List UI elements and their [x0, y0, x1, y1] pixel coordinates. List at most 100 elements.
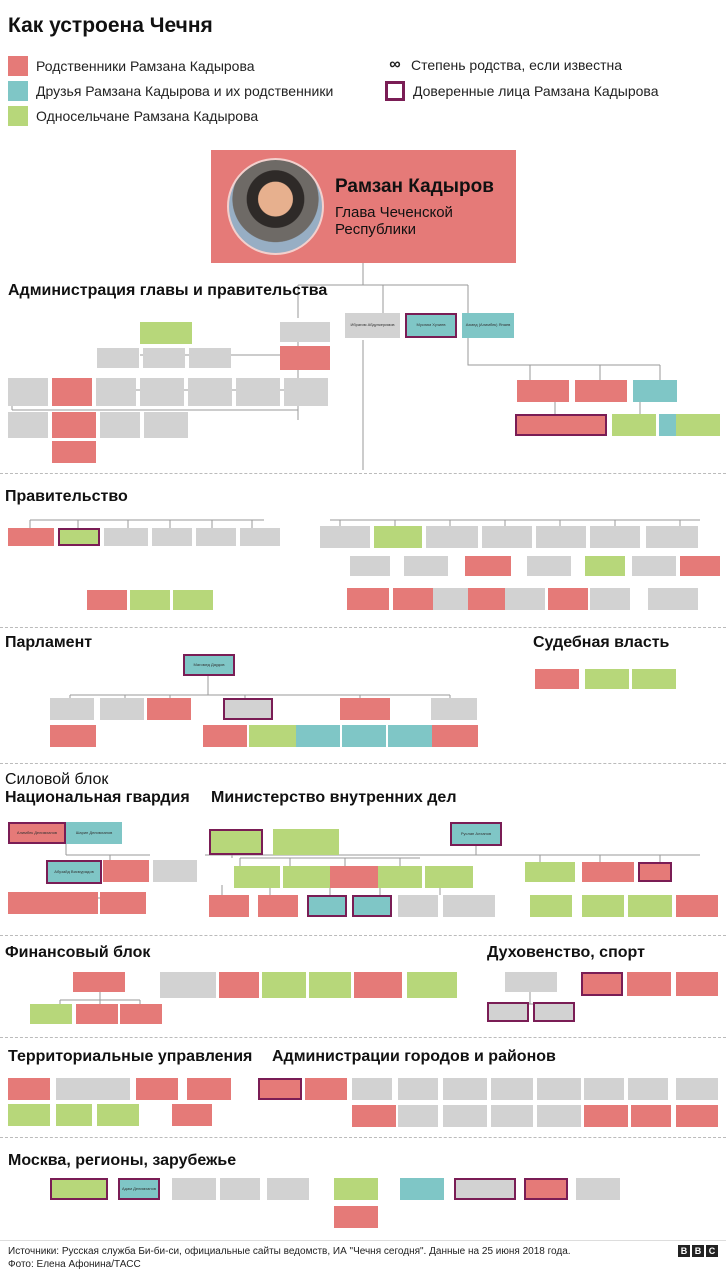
org-node [104, 528, 148, 546]
org-node [307, 895, 347, 917]
org-node [144, 412, 188, 438]
org-node [628, 1078, 668, 1100]
villagers-swatch [8, 106, 28, 126]
org-node [143, 348, 185, 368]
org-node [96, 378, 136, 406]
org-node [354, 972, 402, 998]
org-node [223, 698, 273, 720]
legend-friends-label: Друзья Рамзана Кадырова и их родственник… [36, 83, 334, 99]
chart-title: Как устроена Чечня [8, 14, 213, 37]
org-node [152, 528, 192, 546]
org-node [582, 862, 634, 882]
org-node [612, 414, 656, 436]
org-node [196, 528, 236, 546]
org-node [240, 528, 280, 546]
org-node [676, 972, 718, 996]
org-node [576, 1178, 620, 1200]
org-node [631, 1105, 671, 1127]
org-node [296, 725, 340, 747]
org-node [103, 860, 149, 882]
org-node [426, 526, 478, 548]
section-municipal: Администрации городов и районов [272, 1048, 556, 1065]
bbc-logo-letter: C [706, 1245, 718, 1257]
footer-photo: Фото: Елена Афонина/ТАСС [8, 1259, 141, 1270]
divider [0, 473, 726, 474]
org-node [398, 895, 438, 917]
org-node [352, 895, 392, 917]
org-node [347, 588, 389, 610]
org-node [628, 895, 672, 917]
trusted-swatch [385, 81, 405, 101]
org-node [627, 972, 671, 996]
bbc-logo-letter: B [678, 1245, 690, 1257]
legend-trusted: Доверенные лица Рамзана Кадырова [385, 81, 659, 101]
org-node: Ибрагим Абдулкеримов [345, 313, 400, 338]
divider [0, 935, 726, 936]
divider [0, 763, 726, 764]
org-node [262, 972, 306, 998]
section-interior: Министерство внутренних дел [211, 789, 457, 806]
section-clergy-sport: Духовенство, спорт [487, 944, 645, 961]
legend-relatives-label: Родственники Рамзана Кадырова [36, 58, 255, 74]
hero-name: Рамзан Кадыров [335, 176, 494, 197]
org-node [56, 1078, 130, 1100]
org-node [50, 698, 94, 720]
org-node [330, 866, 378, 888]
section-moscow: Москва, регионы, зарубежье [8, 1152, 237, 1169]
org-node [352, 1078, 392, 1100]
org-node [517, 380, 569, 402]
org-node [537, 1078, 581, 1100]
org-node [433, 588, 473, 610]
org-node [8, 412, 48, 438]
org-node [172, 1104, 212, 1126]
org-node [8, 1104, 50, 1126]
org-node: Адам Делимханов [118, 1178, 160, 1200]
org-node [465, 556, 511, 576]
org-node [575, 380, 627, 402]
org-node [432, 725, 478, 747]
org-node [676, 1078, 718, 1100]
org-node [280, 322, 330, 342]
org-node [487, 1002, 529, 1022]
org-node [100, 412, 140, 438]
org-node: Шарип Делимханов [66, 822, 122, 844]
org-node [590, 526, 640, 548]
org-node [482, 526, 532, 548]
org-node [203, 725, 247, 747]
org-node [352, 1105, 396, 1127]
org-node [273, 829, 339, 855]
org-node [140, 378, 184, 406]
org-node [8, 1078, 50, 1100]
org-node [398, 1078, 438, 1100]
org-node [585, 556, 625, 576]
org-node [535, 669, 579, 689]
org-node [404, 556, 448, 576]
org-node [676, 1105, 718, 1127]
org-node: Руслан Алханов [450, 822, 502, 846]
portrait-photo [227, 158, 324, 255]
org-node [52, 441, 96, 463]
section-parliament: Парламент [5, 634, 93, 651]
legend-villagers: Односельчане Рамзана Кадырова [8, 106, 258, 126]
legend-villagers-label: Односельчане Рамзана Кадырова [36, 108, 259, 124]
org-node [283, 866, 331, 888]
org-node [584, 1105, 628, 1127]
org-node [536, 526, 586, 548]
friends-swatch [8, 81, 28, 101]
org-node [388, 725, 432, 747]
org-node [52, 378, 92, 406]
org-node [676, 895, 718, 917]
org-node [374, 526, 422, 548]
org-node [58, 528, 100, 546]
org-node [160, 972, 216, 998]
section-finance: Финансовый блок [5, 944, 151, 961]
org-node [548, 588, 588, 610]
footer-divider [0, 1240, 726, 1241]
org-node [491, 1078, 533, 1100]
org-node [533, 1002, 575, 1022]
org-node [646, 526, 698, 548]
bbc-logo: B B C [678, 1245, 718, 1257]
org-node [632, 669, 676, 689]
org-node: Ахмед (Алимбек) Янаев [462, 313, 514, 338]
org-node [136, 1078, 178, 1100]
